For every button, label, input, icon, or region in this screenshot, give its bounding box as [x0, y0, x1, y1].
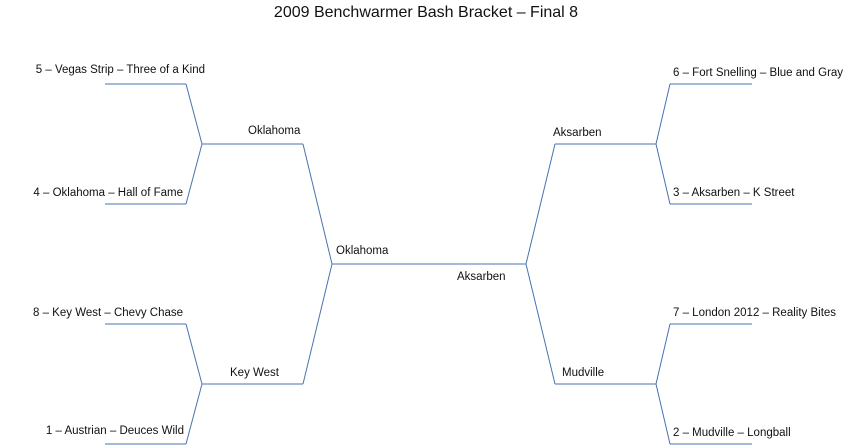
bracket-line	[185, 143, 203, 205]
round2-winner-left-2: Key West	[230, 367, 279, 379]
bracket-line	[185, 383, 203, 445]
round2-winner-right-2: Mudville	[562, 367, 605, 379]
bracket-title: 2009 Benchwarmer Bash Bracket – Final 8	[273, 4, 579, 21]
bracket-line	[655, 323, 671, 385]
bracket-line	[525, 263, 556, 385]
bracket-line	[525, 143, 556, 265]
bracket-line	[185, 83, 203, 145]
team-slot-right-3: 7 – London 2012 – Reality Bites	[673, 307, 837, 319]
semifinal-winner-left: Oklahoma	[336, 245, 389, 257]
team-slot-right-2: 3 – Aksarben – K Street	[673, 187, 795, 199]
bracket-line	[655, 143, 671, 205]
bracket-line	[302, 143, 333, 265]
semifinal-winner-right: Aksarben	[457, 271, 506, 283]
bracket-line	[655, 83, 671, 145]
team-slot-left-3: 8 – Key West – Chevy Chase	[33, 307, 183, 319]
round2-winner-right-1: Aksarben	[553, 127, 602, 139]
bracket-line	[302, 263, 333, 385]
round2-winner-left-1: Oklahoma	[248, 125, 301, 137]
team-slot-left-2: 4 – Oklahoma – Hall of Fame	[33, 187, 183, 199]
team-slot-right-4: 2 – Mudville – Longball	[673, 427, 791, 439]
team-slot-right-1: 6 – Fort Snelling – Blue and Gray	[673, 67, 844, 79]
team-slot-left-1: 5 – Vegas Strip – Three of a Kind	[35, 64, 205, 76]
team-slot-left-4: 1 – Austrian – Deuces Wild	[45, 425, 184, 437]
bracket-line	[655, 383, 671, 445]
bracket-line	[185, 323, 203, 385]
